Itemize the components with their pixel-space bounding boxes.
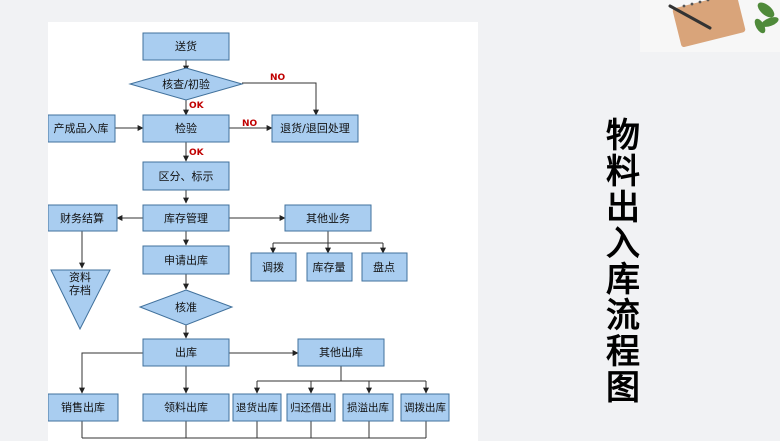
label-other-outbound: 其他出库 [319,345,363,359]
label-inventory-count: 盘点 [373,260,395,274]
node-inspect-initial [128,67,244,101]
node-inspection [142,114,230,143]
label-request-out: 申请出库 [164,253,208,267]
flowchart: 送货 核查/初验 产成品入库 检验 退货/退回处理 区分、标示 财务结算 库存管… [48,32,450,439]
node-return-out [232,393,282,422]
decorative-photo [640,0,780,52]
edge-label-no-1: NO [270,73,286,83]
label-transfer-out: 调拨出库 [404,401,446,414]
label-sales-out: 销售出库 [61,400,105,414]
label-finished-goods-in: 产成品入库 [54,121,109,135]
edge-label-no-2: NO [242,119,258,129]
label-return-borrow-out: 归还借出 [290,401,332,414]
label-inspection: 检验 [175,121,197,135]
node-return-handling [271,114,359,143]
node-request-out [142,245,230,275]
edge-label-ok-1: OK [189,101,205,111]
node-approve [138,289,234,326]
node-other-outbound [297,338,385,367]
label-material-out: 领料出库 [164,400,208,414]
node-material-out [142,393,230,422]
node-archive [50,269,111,331]
label-inspect-initial: 核查/初验 [162,77,210,91]
node-delivery [142,32,230,61]
node-warehouse-mgmt [142,204,230,232]
label-outbound: 出库 [175,345,197,359]
node-other-business [284,204,372,232]
slide-title: 物料出入库流程图 [606,116,640,408]
label-stock-qty: 库存量 [313,260,346,274]
label-return-out: 退货出库 [236,401,278,414]
node-finance-settle [48,204,118,232]
node-loss-overflow-out [342,393,394,422]
node-transfer-out [400,393,450,422]
node-finished-goods-in [48,114,116,143]
label-loss-overflow-out: 损溢出库 [347,401,389,414]
node-inventory-count [361,252,408,282]
flowchart-panel: 送货 核查/初验 产成品入库 检验 退货/退回处理 区分、标示 财务结算 库存管… [48,22,478,441]
node-sort-mark [142,161,230,191]
label-transfer: 调拨 [262,260,284,274]
label-sort-mark: 区分、标示 [159,169,214,183]
node-return-borrow-out [286,393,336,422]
label-warehouse-mgmt: 库存管理 [164,211,208,225]
label-approve: 核准 [175,300,197,314]
label-archive: 资料存档 [69,270,91,297]
notebook-pen-image [640,0,780,52]
node-stock-qty [306,252,353,282]
node-outbound [142,338,230,367]
label-other-business: 其他业务 [306,212,350,225]
node-transfer [250,252,297,282]
connector-lines [79,60,429,439]
label-return-handling: 退货/退回处理 [280,121,350,135]
edge-label-ok-2: OK [189,148,205,158]
label-finance-settle: 财务结算 [60,211,104,225]
label-delivery: 送货 [175,39,197,53]
node-sales-out [48,393,119,422]
